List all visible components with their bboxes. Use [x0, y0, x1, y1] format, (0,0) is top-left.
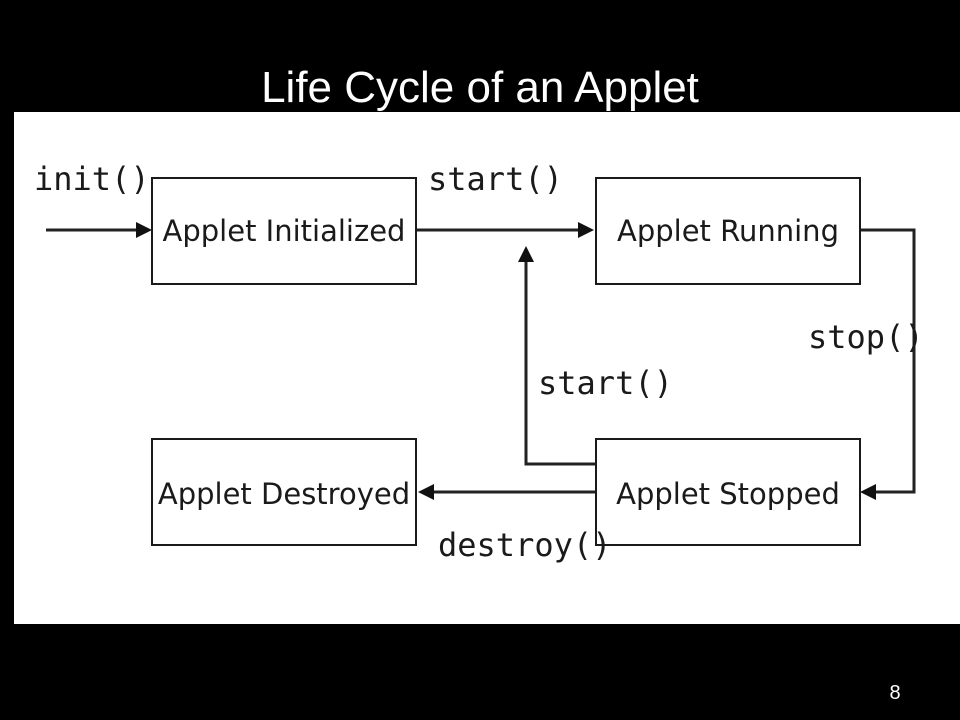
transition-label-start-from-initialized: start() [428, 160, 563, 198]
state-label-destroyed: Applet Destroyed [158, 477, 410, 511]
lifecycle-diagram-svg: Applet Initialized Applet Running Applet… [34, 160, 924, 564]
state-applet-destroyed: Applet Destroyed [151, 438, 417, 546]
lifecycle-diagram: Applet Initialized Applet Running Applet… [14, 112, 960, 624]
arrowhead-destroy [418, 484, 434, 500]
arrowhead-start-from-stopped [518, 246, 534, 262]
arrowhead-init [136, 222, 152, 238]
slide-title: Life Cycle of an Applet [261, 63, 699, 112]
state-applet-initialized: Applet Initialized [151, 177, 417, 285]
edge-stop [860, 228, 916, 494]
arrowhead-start-to-running [578, 222, 594, 238]
transition-label-stop: stop() [808, 318, 924, 356]
transition-label-start-from-stopped: start() [538, 364, 673, 402]
page-number: 8 [889, 682, 901, 704]
state-label-stopped: Applet Stopped [616, 477, 840, 511]
transition-label-init: init() [34, 160, 150, 198]
state-label-running: Applet Running [617, 214, 839, 248]
state-applet-stopped: Applet Stopped [595, 438, 861, 546]
arrowhead-stop [860, 484, 876, 500]
state-applet-running: Applet Running [595, 177, 861, 285]
state-label-initialized: Applet Initialized [163, 214, 406, 248]
transition-label-destroy: destroy() [438, 526, 611, 564]
edge-start-stopped-to-running [524, 262, 596, 466]
